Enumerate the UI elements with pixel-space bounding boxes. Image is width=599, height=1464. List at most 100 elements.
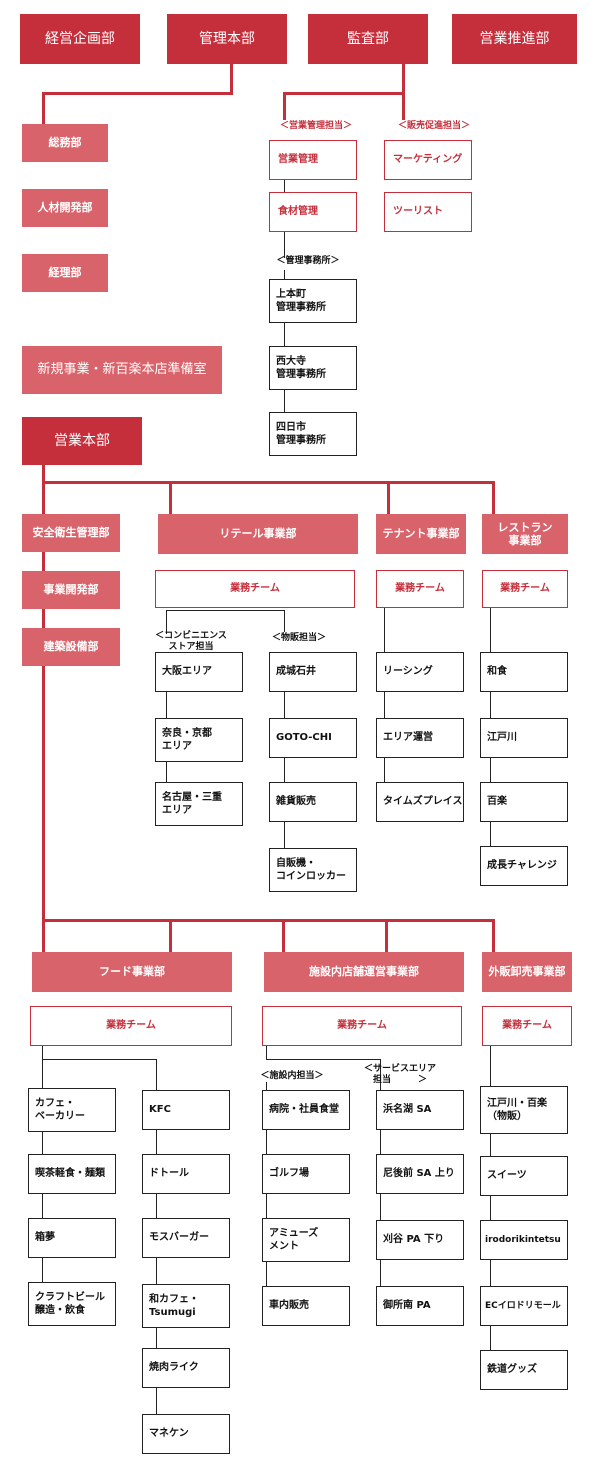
retail-team-box: 業務チーム xyxy=(155,570,355,608)
sales-promotion-label: ＜販売促進担当＞ xyxy=(397,121,470,131)
facility-store-division-box: 施設内店舗運営事業部 xyxy=(264,952,464,992)
connector-line xyxy=(42,481,495,484)
wholesale-team-box: 業務チーム xyxy=(482,1006,572,1046)
coffee-noodles-box: 喫茶軽食・麺類 xyxy=(28,1154,116,1194)
onboard-sales-box: 車内販売 xyxy=(262,1286,350,1326)
wholesale-division-box: 外販卸売事業部 xyxy=(482,952,572,992)
tenant-division-box: テナント事業部 xyxy=(376,514,466,554)
manneken-box: マネケン xyxy=(142,1414,230,1454)
connector-line xyxy=(169,481,172,515)
connector-line xyxy=(230,64,233,94)
yokkaichi-office-box: 四日市 管理事務所 xyxy=(269,412,357,456)
convenience-store-label: ＜コンビニエンス ストア担当 xyxy=(155,631,227,653)
mos-burger-box: モスバーガー xyxy=(142,1218,230,1258)
vending-locker-box: 自販機・ コインロッカー xyxy=(269,848,357,892)
sales-hq-box: 営業本部 xyxy=(22,417,142,465)
food-team-box: 業務チーム xyxy=(30,1006,232,1046)
corporate-planning-box: 経営企画部 xyxy=(20,14,140,64)
connector-line xyxy=(384,608,385,798)
hamanako-sa-box: 浜名湖 SA xyxy=(376,1090,464,1130)
connector-line xyxy=(284,660,285,860)
kfc-box: KFC xyxy=(142,1090,230,1130)
connector-line xyxy=(42,92,45,132)
irodorikintetsu-box: irodorikintetsu xyxy=(480,1220,568,1260)
sales-management-label: ＜営業管理担当＞ xyxy=(279,121,352,131)
connector-line xyxy=(266,1082,267,1308)
connector-line xyxy=(283,92,405,95)
goto-chi-box: GOTO-CHI xyxy=(269,718,357,758)
edogawa-box: 江戸川 xyxy=(480,718,568,758)
hospital-cafeteria-box: 病院・社員食堂 xyxy=(262,1090,350,1130)
business-development-box: 事業開発部 xyxy=(22,571,120,609)
connector-line xyxy=(282,919,285,953)
connector-line xyxy=(169,919,172,953)
connector-line xyxy=(492,481,495,515)
growth-challenge-box: 成長チャレンジ xyxy=(480,846,568,886)
saidaiji-office-box: 西大寺 管理事務所 xyxy=(269,346,357,390)
connector-line xyxy=(42,1059,156,1060)
safety-hygiene-box: 安全衛生管理部 xyxy=(22,514,120,552)
connector-line xyxy=(166,610,284,611)
connector-line xyxy=(283,92,286,120)
admin-hq-box: 管理本部 xyxy=(167,14,287,64)
management-offices-label: ＜管理事務所＞ xyxy=(276,256,340,266)
railway-goods-box: 鉄道グッズ xyxy=(480,1350,568,1390)
goods-sales-label: ＜物販担当＞ xyxy=(271,633,326,643)
nara-kyoto-area-box: 奈良・京都 エリア xyxy=(155,718,243,762)
kariya-pa-box: 刈谷 PA 下り xyxy=(376,1220,464,1260)
wa-cafe-tsumugi-box: 和カフェ・ Tsumugi xyxy=(142,1284,230,1328)
craft-beer-box: クラフトビール 醸造・飲食 xyxy=(28,1282,116,1326)
sales-management-box: 営業管理 xyxy=(269,140,357,180)
in-facility-label: ＜施設内担当＞ xyxy=(260,1071,324,1081)
service-area-label: ＜サービスエリア 担当 ＞ xyxy=(363,1064,436,1086)
times-place-box: タイムズプレイス xyxy=(376,782,464,822)
uehonmachi-office-box: 上本町 管理事務所 xyxy=(269,279,357,323)
connector-line xyxy=(42,1046,43,1060)
ec-irodori-mall-box: ECイロドリモール xyxy=(480,1286,568,1326)
construction-equipment-box: 建築設備部 xyxy=(22,628,120,666)
amagozen-sa-box: 尼後前 SA 上り xyxy=(376,1154,464,1194)
connector-line xyxy=(385,919,388,953)
connector-line xyxy=(266,1046,267,1060)
connector-line xyxy=(402,64,405,94)
connector-line xyxy=(166,610,167,634)
edogawa-hyakuraku-goods-box: 江戸川・百楽 （物販） xyxy=(480,1086,568,1134)
sales-promotion-box: 営業推進部 xyxy=(452,14,577,64)
accounting-box: 経理部 xyxy=(22,254,108,292)
leasing-box: リーシング xyxy=(376,652,464,692)
retail-division-box: リテール事業部 xyxy=(158,514,358,554)
connector-line xyxy=(42,919,45,953)
food-division-box: フード事業部 xyxy=(32,952,232,992)
new-business-prep-box: 新規事業・新百楽本店準備室 xyxy=(22,346,222,394)
connector-line xyxy=(42,92,233,95)
connector-line xyxy=(387,481,390,515)
tourist-box: ツーリスト xyxy=(384,192,472,232)
restaurant-division-box: レストラン 事業部 xyxy=(482,514,568,554)
osaka-area-box: 大阪エリア xyxy=(155,652,243,692)
connector-line xyxy=(42,919,495,922)
goshominami-pa-box: 御所南 PA xyxy=(376,1286,464,1326)
hr-development-box: 人材開発部 xyxy=(22,189,108,227)
marketing-box: マーケティング xyxy=(384,140,472,180)
washoku-box: 和食 xyxy=(480,652,568,692)
golf-course-box: ゴルフ場 xyxy=(262,1154,350,1194)
connector-line xyxy=(402,92,405,120)
connector-line xyxy=(490,1046,491,1370)
cafe-bakery-box: カフェ・ ベーカリー xyxy=(28,1088,116,1132)
general-affairs-box: 総務部 xyxy=(22,124,108,162)
hakomu-box: 箱夢 xyxy=(28,1218,116,1258)
hyakuraku-box: 百楽 xyxy=(480,782,568,822)
connector-line xyxy=(492,919,495,953)
connector-line xyxy=(266,1059,380,1060)
facility-team-box: 業務チーム xyxy=(262,1006,462,1046)
connector-line xyxy=(42,464,45,922)
doutor-box: ドトール xyxy=(142,1154,230,1194)
nagoya-mie-area-box: 名古屋・三重 エリア xyxy=(155,782,243,826)
goods-sales-box: 雑貨販売 xyxy=(269,782,357,822)
connector-line xyxy=(284,270,285,416)
area-operation-box: エリア運営 xyxy=(376,718,464,758)
audit-box: 監査部 xyxy=(308,14,428,64)
yakiniku-like-box: 焼肉ライク xyxy=(142,1348,230,1388)
connector-line xyxy=(284,610,285,632)
amusement-box: アミューズ メント xyxy=(262,1218,350,1262)
